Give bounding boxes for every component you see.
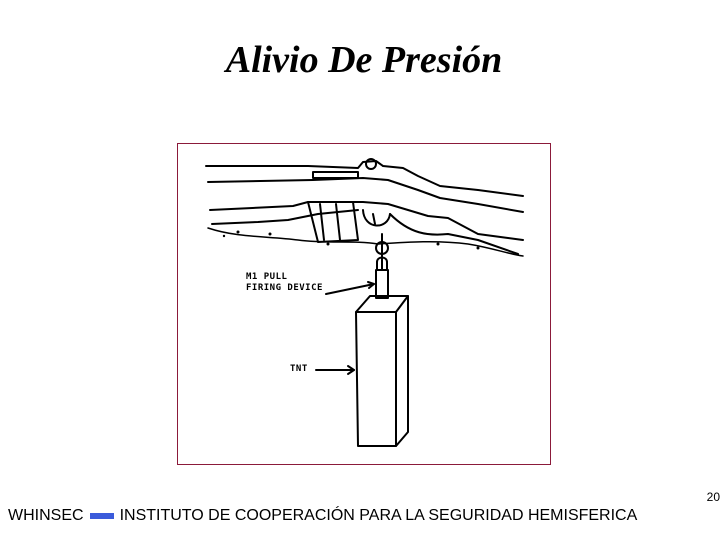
footer: WHINSEC INSTITUTO DE COOPERACIÓN PARA LA… xyxy=(8,506,637,526)
tnt-label: TNT xyxy=(290,364,308,374)
footer-org-full: INSTITUTO DE COOPERACIÓN PARA LA SEGURID… xyxy=(119,507,638,524)
firing-device-label-line2: FIRING DEVICE xyxy=(246,283,323,293)
footer-org-short: WHINSEC xyxy=(8,507,84,524)
firing-device-label: M1 PULL FIRING DEVICE xyxy=(246,272,323,294)
page-number: 20 xyxy=(706,490,720,504)
firing-device-label-line1: M1 PULL xyxy=(246,272,288,282)
rifle-booby-trap-figure: M1 PULL FIRING DEVICE TNT xyxy=(177,143,551,465)
slide-title: Alivio De Presión xyxy=(225,39,503,81)
footer-divider-bar xyxy=(89,513,114,519)
rifle-and-charge-drawing xyxy=(205,158,524,447)
